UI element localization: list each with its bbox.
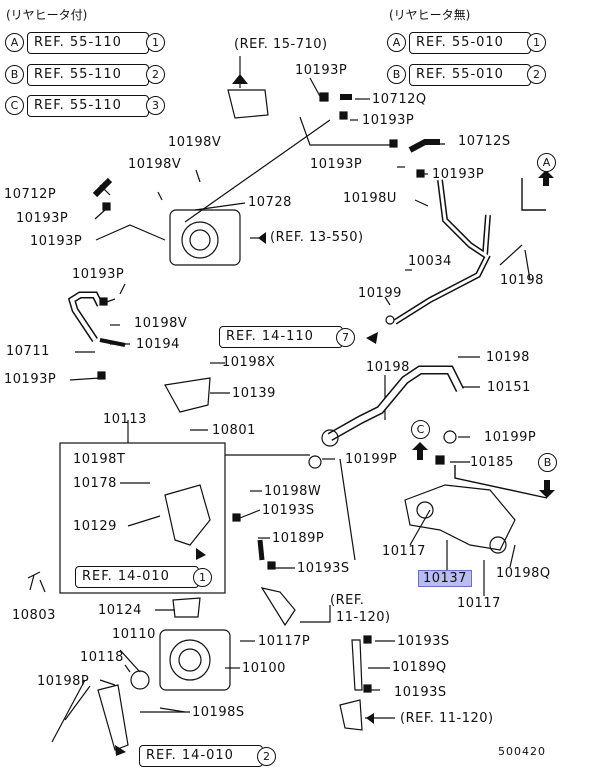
- heading-without-rear-heater: (リヤヒータ無): [389, 8, 471, 22]
- part-label[interactable]: 10199P: [345, 452, 398, 467]
- part-label[interactable]: 10139: [232, 386, 276, 401]
- part-label[interactable]: 10100: [242, 661, 286, 676]
- part-label[interactable]: 10198W: [264, 484, 322, 499]
- ref-label: REF. 55-110: [34, 67, 122, 82]
- part-label[interactable]: 10198S: [192, 705, 245, 720]
- part-label[interactable]: 10118: [80, 650, 124, 665]
- part-label[interactable]: 10198Q: [496, 566, 551, 581]
- part-label[interactable]: 10193P: [4, 372, 57, 387]
- part-label[interactable]: 10193S: [394, 685, 447, 700]
- ref-label: REF. 14-010: [146, 748, 234, 763]
- part-label[interactable]: 10194: [136, 337, 180, 352]
- ref-15-710-link[interactable]: (REF. 15-710): [234, 37, 328, 52]
- part-label[interactable]: 10803: [12, 608, 56, 623]
- part-label[interactable]: 10117P: [258, 634, 311, 649]
- part-label[interactable]: 10199: [358, 286, 402, 301]
- part-label[interactable]: 10198U: [343, 191, 397, 206]
- ref-number-circle: 1: [146, 33, 165, 52]
- part-label[interactable]: 10728: [248, 195, 292, 210]
- ref-number-circle: 3: [146, 96, 165, 115]
- group-box: [59, 442, 226, 594]
- ref-link-right-b[interactable]: REF. 55-010: [409, 64, 531, 86]
- part-label[interactable]: 10198V: [134, 316, 188, 331]
- marker-a-icon: A: [537, 153, 556, 172]
- ref-label: REF. 55-010: [416, 67, 504, 82]
- ref-link-left-c[interactable]: REF. 55-110: [27, 95, 149, 117]
- part-label[interactable]: 10198T: [73, 452, 126, 467]
- marker-a-icon: A: [387, 33, 406, 52]
- part-label[interactable]: 10193S: [262, 503, 315, 518]
- marker-b-icon: B: [538, 453, 557, 472]
- ref-14-110-link[interactable]: REF. 14-110: [219, 326, 343, 348]
- part-label[interactable]: 10193S: [397, 634, 450, 649]
- part-label[interactable]: 10198V: [168, 135, 222, 150]
- part-label[interactable]: 10110: [112, 627, 156, 642]
- ref-11-120-link-a[interactable]: (REF.: [330, 593, 365, 608]
- ref-label: REF. 55-110: [34, 35, 122, 50]
- ref-number-circle: 2: [527, 65, 546, 84]
- part-label-highlighted[interactable]: 10137: [418, 570, 472, 587]
- part-label[interactable]: 10198: [366, 360, 410, 375]
- ref-link-left-a[interactable]: REF. 55-110: [27, 32, 149, 54]
- part-label[interactable]: 10185: [470, 455, 514, 470]
- part-label[interactable]: 10189Q: [392, 660, 447, 675]
- ref-number-circle: 2: [257, 747, 276, 766]
- part-label[interactable]: 10189P: [272, 531, 325, 546]
- ref-number-circle: 1: [193, 568, 212, 587]
- ref-number-circle: 7: [336, 328, 355, 347]
- ref-label: REF. 55-110: [34, 98, 122, 113]
- ref-14-010-link-2[interactable]: REF. 14-010: [139, 745, 263, 767]
- part-label[interactable]: 10198: [486, 350, 530, 365]
- ref-14-010-link-1[interactable]: REF. 14-010: [75, 566, 199, 588]
- part-label[interactable]: 10198X: [222, 355, 276, 370]
- marker-b-icon: B: [387, 65, 406, 84]
- part-label[interactable]: 10712P: [4, 187, 57, 202]
- part-label[interactable]: 10113: [103, 412, 147, 427]
- marker-c-icon: C: [5, 96, 24, 115]
- part-label[interactable]: 10193P: [310, 157, 363, 172]
- figure-code: 500420: [498, 745, 546, 758]
- marker-a-icon: A: [5, 33, 24, 52]
- part-label[interactable]: 10712S: [458, 134, 511, 149]
- ref-number-circle: 2: [146, 65, 165, 84]
- part-label[interactable]: 10711: [6, 344, 50, 359]
- ref-label: REF. 14-010: [82, 569, 170, 584]
- part-label[interactable]: 10151: [487, 380, 531, 395]
- ref-13-550-link[interactable]: (REF. 13-550): [270, 230, 364, 245]
- part-label[interactable]: 10198V: [128, 157, 182, 172]
- marker-c-icon: C: [411, 420, 430, 439]
- part-label[interactable]: 10129: [73, 519, 117, 534]
- ref-11-120-link-a-cont[interactable]: 11-120): [336, 610, 391, 625]
- part-label[interactable]: 10199P: [484, 430, 537, 445]
- part-label[interactable]: 10193P: [432, 167, 485, 182]
- part-label[interactable]: 10117: [457, 596, 501, 611]
- part-label[interactable]: 10198P: [37, 674, 90, 689]
- ref-link-left-b[interactable]: REF. 55-110: [27, 64, 149, 86]
- part-label[interactable]: 10193P: [30, 234, 83, 249]
- part-label[interactable]: 10124: [98, 603, 142, 618]
- part-label[interactable]: 10193P: [362, 113, 415, 128]
- part-label[interactable]: 10034: [408, 254, 452, 269]
- ref-label: REF. 14-110: [226, 329, 314, 344]
- ref-number-circle: 1: [527, 33, 546, 52]
- marker-b-icon: B: [5, 65, 24, 84]
- ref-label: REF. 55-010: [416, 35, 504, 50]
- part-label[interactable]: 10193S: [297, 561, 350, 576]
- ref-link-right-a[interactable]: REF. 55-010: [409, 32, 531, 54]
- part-label[interactable]: 10193P: [295, 63, 348, 78]
- part-label[interactable]: 10712Q: [372, 92, 427, 107]
- part-label[interactable]: 10801: [212, 423, 256, 438]
- part-label[interactable]: 10117: [382, 544, 426, 559]
- ref-11-120-link-b[interactable]: (REF. 11-120): [400, 711, 494, 726]
- heading-with-rear-heater: (リヤヒータ付): [6, 8, 88, 22]
- part-label[interactable]: 10198: [500, 273, 544, 288]
- part-label[interactable]: 10193P: [16, 211, 69, 226]
- part-label[interactable]: 10193P: [72, 267, 125, 282]
- part-label[interactable]: 10178: [73, 476, 117, 491]
